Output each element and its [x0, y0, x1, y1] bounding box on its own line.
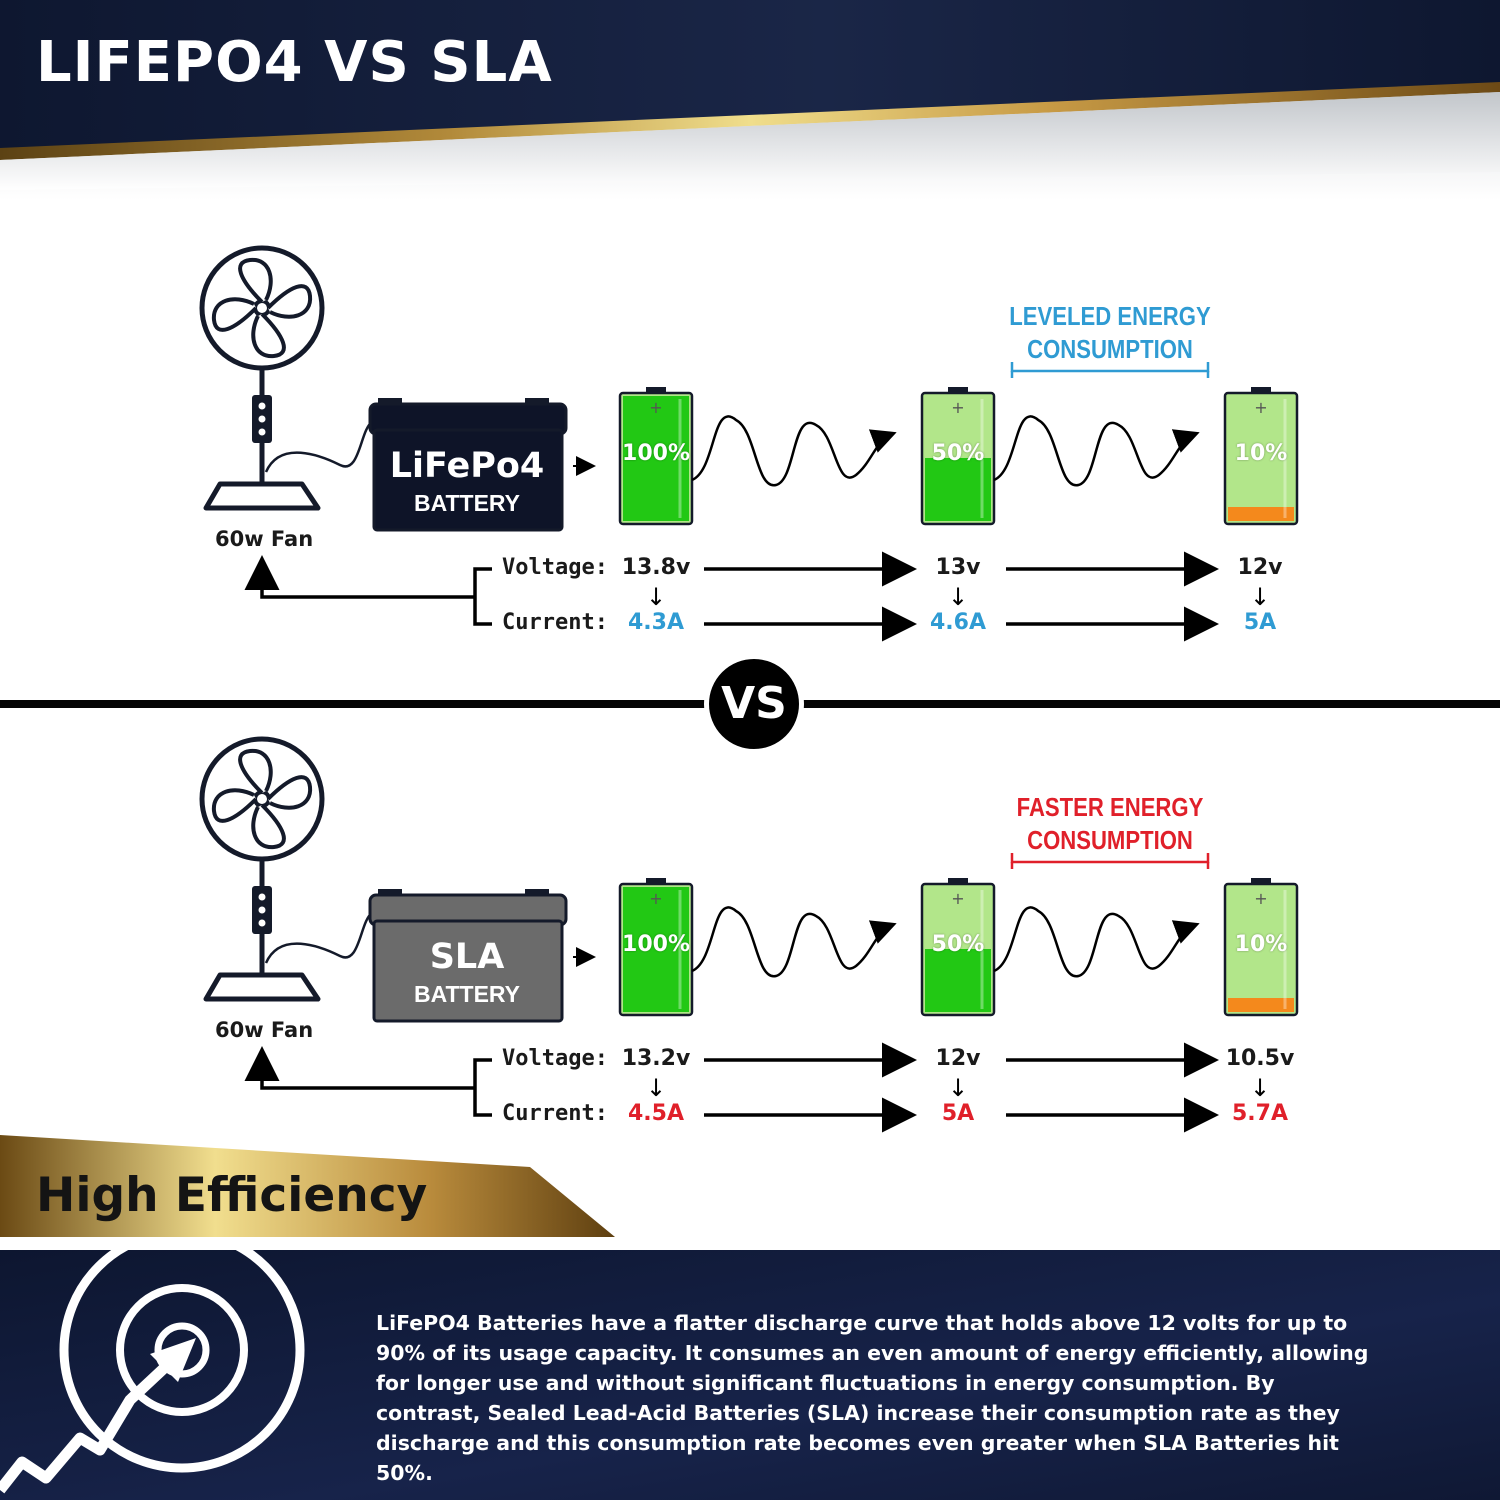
battery-percent: 50% — [931, 441, 985, 466]
battery-percent: 100% — [622, 441, 690, 466]
efficiency-title: High Efficiency — [36, 1168, 428, 1223]
fan-icon — [199, 245, 325, 511]
battery-percent: 50% — [931, 932, 985, 957]
svg-text:+: + — [951, 398, 964, 417]
voltage-value: 13.8v — [621, 555, 691, 580]
svg-text:↓: ↓ — [1250, 583, 1270, 611]
battery-subtitle: BATTERY — [413, 981, 521, 1007]
battery-case — [368, 398, 568, 532]
vs-label: VS — [721, 678, 787, 729]
vs-badge: VS — [704, 654, 804, 754]
battery-subtitle: BATTERY — [413, 490, 521, 516]
battery-percent: 10% — [1234, 932, 1288, 957]
svg-text:↓: ↓ — [646, 1074, 666, 1102]
battery-percent: 100% — [622, 932, 690, 957]
battery-cell-icon: + — [618, 878, 694, 1017]
footer-banner — [0, 1135, 1500, 1500]
svg-text:+: + — [951, 889, 964, 908]
battery-case — [368, 889, 568, 1023]
fan-label: 60w Fan — [215, 527, 314, 551]
voltage-value: 10.5v — [1225, 1046, 1295, 1071]
voltage-label: Voltage: — [502, 555, 608, 580]
header-banner — [0, 0, 1500, 200]
fan-label: 60w Fan — [215, 1018, 314, 1042]
growth-target-icon — [0, 1250, 305, 1494]
annotation-line: LEVELED ENERGY — [1009, 301, 1211, 331]
current-label: Current: — [502, 1101, 608, 1126]
svg-text:+: + — [1254, 398, 1267, 417]
current-value: 5.7A — [1232, 1101, 1288, 1126]
battery-percent: 10% — [1234, 441, 1288, 466]
svg-text:↓: ↓ — [948, 1074, 968, 1102]
annotation-line: FASTER ENERGY — [1016, 792, 1204, 822]
battery-cell-icon: + — [618, 387, 694, 526]
section-graphics: + ↓ + ↓ + ↓ — [199, 736, 1299, 1133]
svg-text:↓: ↓ — [1250, 1074, 1270, 1102]
current-label: Current: — [502, 610, 608, 635]
annotation-line: CONSUMPTION — [1027, 334, 1193, 364]
annotation-line: CONSUMPTION — [1027, 825, 1193, 855]
sla-section: + ↓ + ↓ + ↓ SLA BATTERY 100% 13.2v 4.5A 50% 12v 5A 10%… — [0, 731, 1500, 1191]
voltage-value: 13v — [935, 555, 981, 580]
battery-name: LiFePo4 — [389, 446, 545, 486]
current-value: 5A — [1243, 610, 1277, 635]
battery-cell-icon: + — [920, 387, 996, 526]
efficiency-description: LiFePO4 Batteries have a flatter dischar… — [376, 1311, 1369, 1485]
svg-text:+: + — [1254, 889, 1267, 908]
voltage-label: Voltage: — [502, 1046, 608, 1071]
voltage-value: 12v — [1237, 555, 1283, 580]
battery-name: SLA — [429, 937, 505, 977]
current-value: 4.3A — [628, 610, 684, 635]
voltage-value: 12v — [935, 1046, 981, 1071]
page-title: LIFEPO4 VS SLA — [36, 30, 553, 95]
battery-cell-icon: + — [920, 878, 996, 1017]
voltage-value: 13.2v — [621, 1046, 691, 1071]
svg-text:↓: ↓ — [646, 583, 666, 611]
fan-icon — [199, 736, 325, 1002]
section-graphics: + ↓ + ↓ + ↓ — [199, 245, 1299, 642]
battery-cell-icon: + — [1223, 878, 1299, 1017]
current-value: 5A — [941, 1101, 975, 1126]
current-value: 4.6A — [930, 610, 986, 635]
battery-cell-icon: + — [1223, 387, 1299, 526]
svg-text:+: + — [649, 398, 662, 417]
svg-text:↓: ↓ — [948, 583, 968, 611]
current-value: 4.5A — [628, 1101, 684, 1126]
svg-text:+: + — [649, 889, 662, 908]
